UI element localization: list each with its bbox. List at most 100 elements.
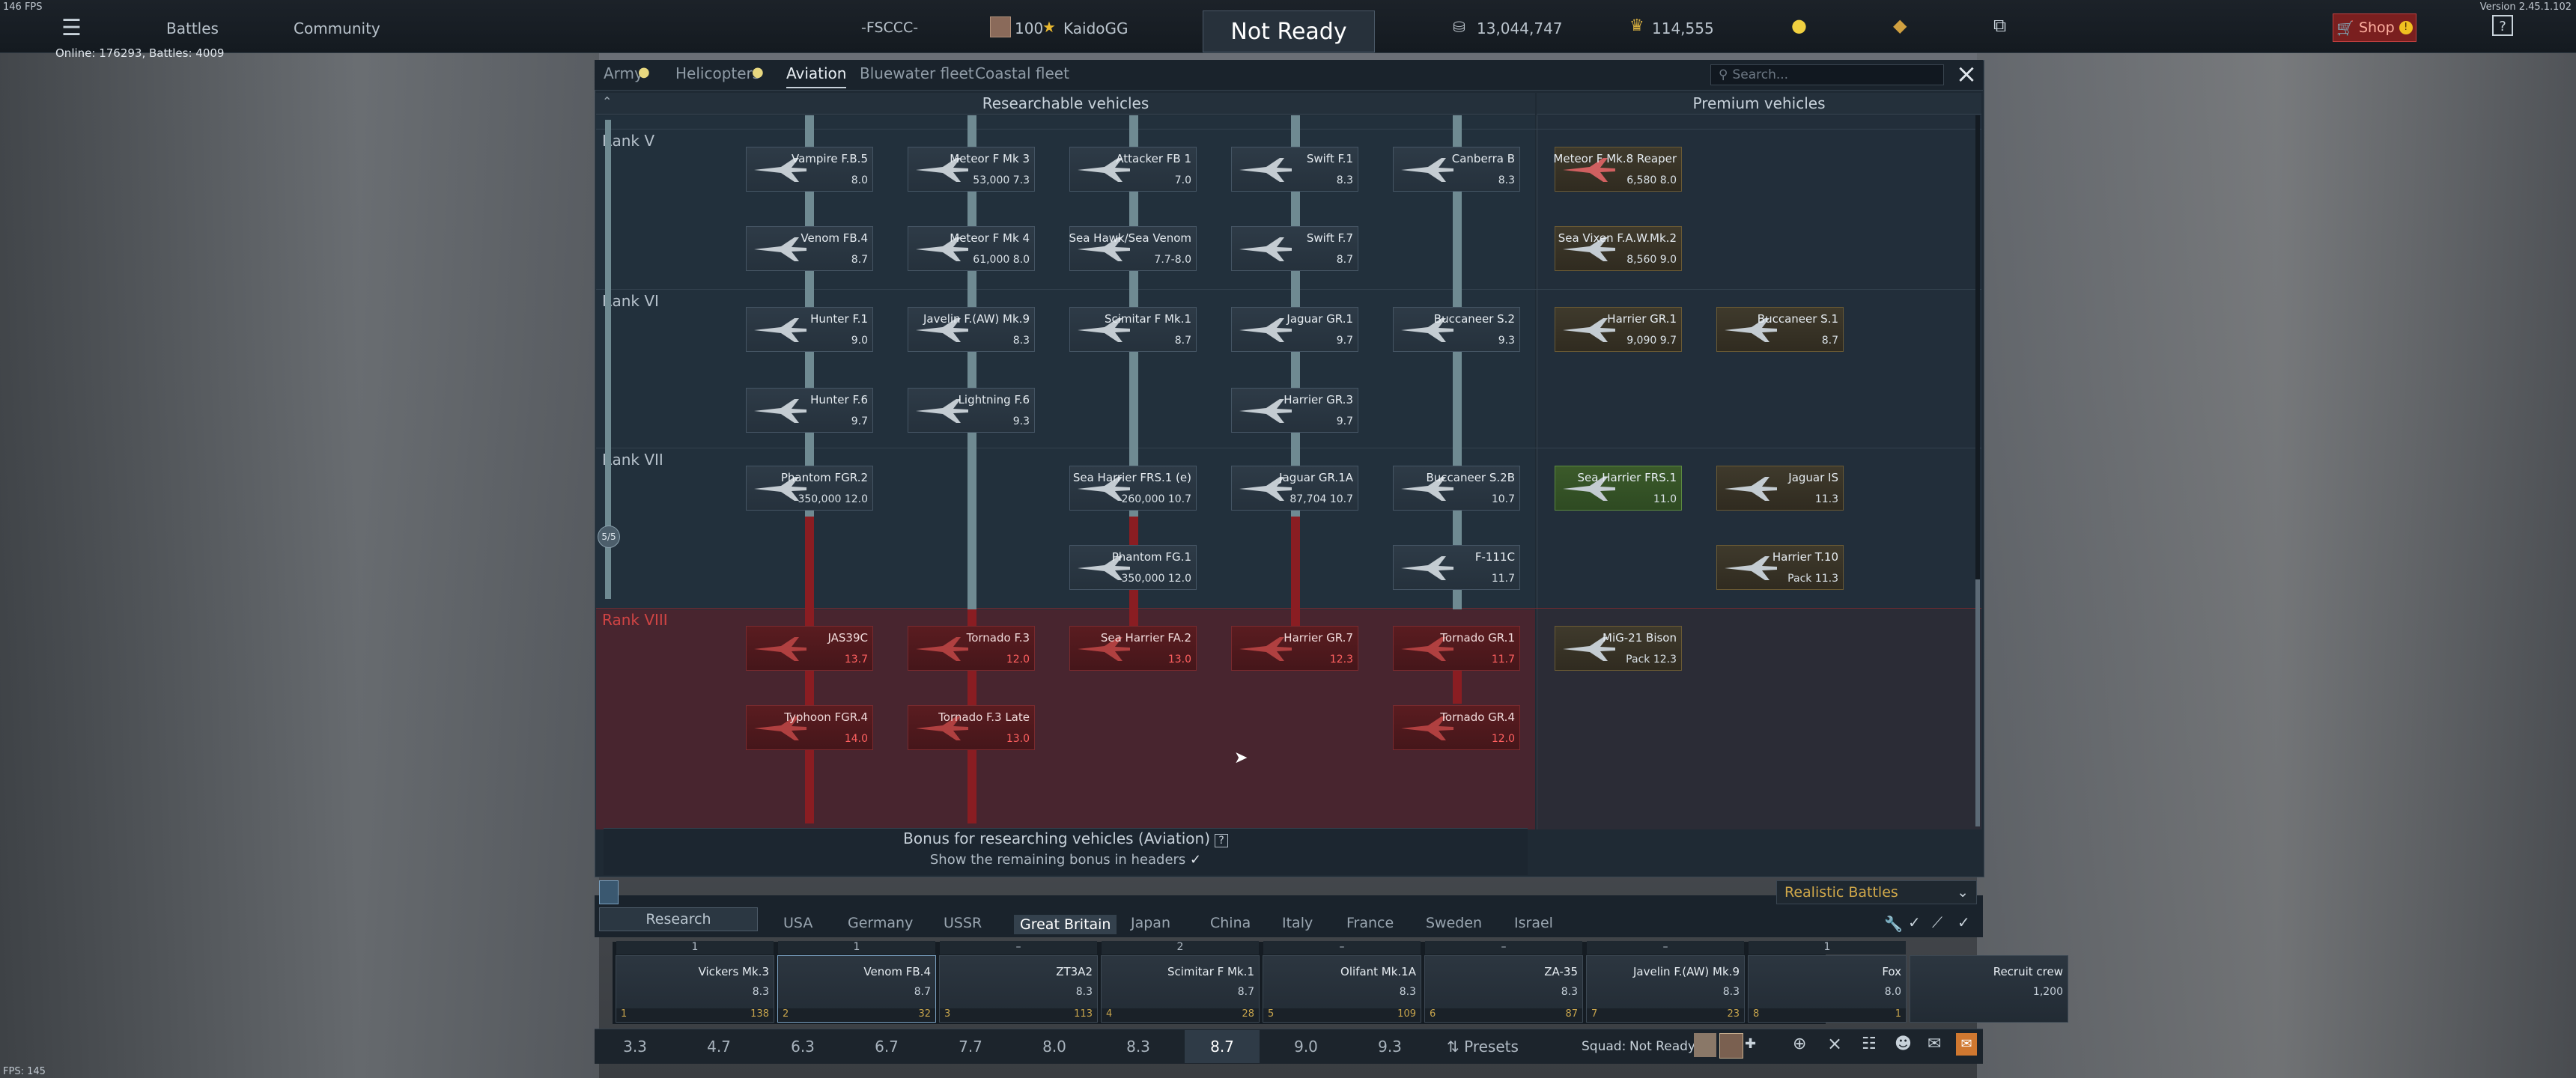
tab-army[interactable]: Army	[604, 64, 643, 82]
nation-tab[interactable]: China	[1210, 915, 1251, 931]
confirm-icon[interactable]: ✓	[1957, 913, 1970, 931]
lightbulb-icon[interactable]: ●	[1791, 15, 1807, 36]
vehicle-card[interactable]: Sea Harrier FRS.1 (e)260,000 10.7	[1069, 466, 1197, 511]
rank-viii-label[interactable]: Rank VIII	[602, 611, 668, 629]
squadron-tag[interactable]: -FSCCC-	[861, 19, 919, 36]
br-preset-button[interactable]: 4.7	[707, 1038, 731, 1056]
br-preset-button[interactable]: 8.7	[1185, 1030, 1260, 1063]
contacts-icon[interactable]: ☻	[1895, 1035, 1912, 1053]
nation-tab[interactable]: Great Britain	[1014, 915, 1117, 934]
ready-status-button[interactable]: Not Ready	[1203, 10, 1375, 52]
game-mode-select[interactable]: Realistic Battles⌄	[1776, 880, 1977, 904]
mail-icon[interactable]: ✉	[1956, 1033, 1977, 1056]
wrench-icon[interactable]: 🔧	[1884, 915, 1903, 933]
br-preset-button[interactable]: 9.3	[1378, 1038, 1402, 1056]
rank-badge-icon[interactable]: ◆	[1893, 15, 1907, 36]
squad-avatar[interactable]	[1719, 1033, 1743, 1059]
community-link[interactable]: Community	[294, 19, 380, 37]
nation-tab[interactable]: Italy	[1282, 915, 1313, 931]
list-icon[interactable]: ☷	[1862, 1035, 1877, 1053]
rank-vi-label[interactable]: Rank VI	[602, 292, 659, 310]
br-preset-button[interactable]: 3.3	[623, 1038, 647, 1056]
close-icon[interactable]: ×	[1827, 1033, 1843, 1054]
nation-tab[interactable]: Japan	[1131, 915, 1170, 931]
menu-icon[interactable]: ☰	[61, 15, 82, 41]
squad-avatar[interactable]	[1694, 1033, 1716, 1057]
help-icon[interactable]: ?	[2492, 15, 2513, 36]
nation-tab[interactable]: Sweden	[1426, 915, 1483, 931]
research-button[interactable]: Research	[599, 907, 758, 931]
avatar[interactable]	[990, 16, 1011, 37]
nation-tab[interactable]: Germany	[848, 915, 914, 931]
help-icon[interactable]: ?	[1215, 834, 1228, 847]
invite-icon[interactable]: ⊕	[1793, 1035, 1807, 1053]
scrollbar-track[interactable]	[1975, 115, 1980, 826]
search-input[interactable]: ⚲Search...	[1710, 64, 1944, 85]
close-icon[interactable]: ×	[1955, 59, 1978, 89]
nation-tab[interactable]: Israel	[1514, 915, 1553, 931]
chat-icon[interactable]: ✉	[1928, 1035, 1942, 1053]
repair-all-icon[interactable]: ⟋	[1932, 913, 1942, 931]
tab-helicopters[interactable]: Helicopters	[675, 64, 761, 82]
presets-button[interactable]: ⇅ Presets	[1447, 1038, 1519, 1056]
br-preset-button[interactable]: 9.0	[1294, 1038, 1318, 1056]
player-nickname[interactable]: KaidoGG	[1063, 19, 1128, 37]
br-preset-button[interactable]: 6.7	[875, 1038, 899, 1056]
scrollbar-thumb[interactable]	[1975, 579, 1980, 826]
rank-vii-label[interactable]: Rank VII	[602, 451, 663, 469]
nation-tab[interactable]: USSR	[944, 915, 982, 931]
tab-aviation[interactable]: Aviation	[786, 64, 847, 88]
br-preset-button[interactable]: 7.7	[959, 1038, 982, 1056]
tab-bluewater-fleet[interactable]: Bluewater fleet	[860, 64, 974, 82]
check-icon[interactable]: ✓	[1908, 913, 1921, 931]
battles-link[interactable]: Battles	[166, 19, 219, 37]
nation-tab[interactable]: France	[1346, 915, 1394, 931]
br-preset-button[interactable]: 6.3	[791, 1038, 815, 1056]
br-preset-button[interactable]: 8.3	[1126, 1038, 1150, 1056]
show-bonus-toggle[interactable]: Show the remaining bonus in headers ✓	[604, 852, 1528, 868]
